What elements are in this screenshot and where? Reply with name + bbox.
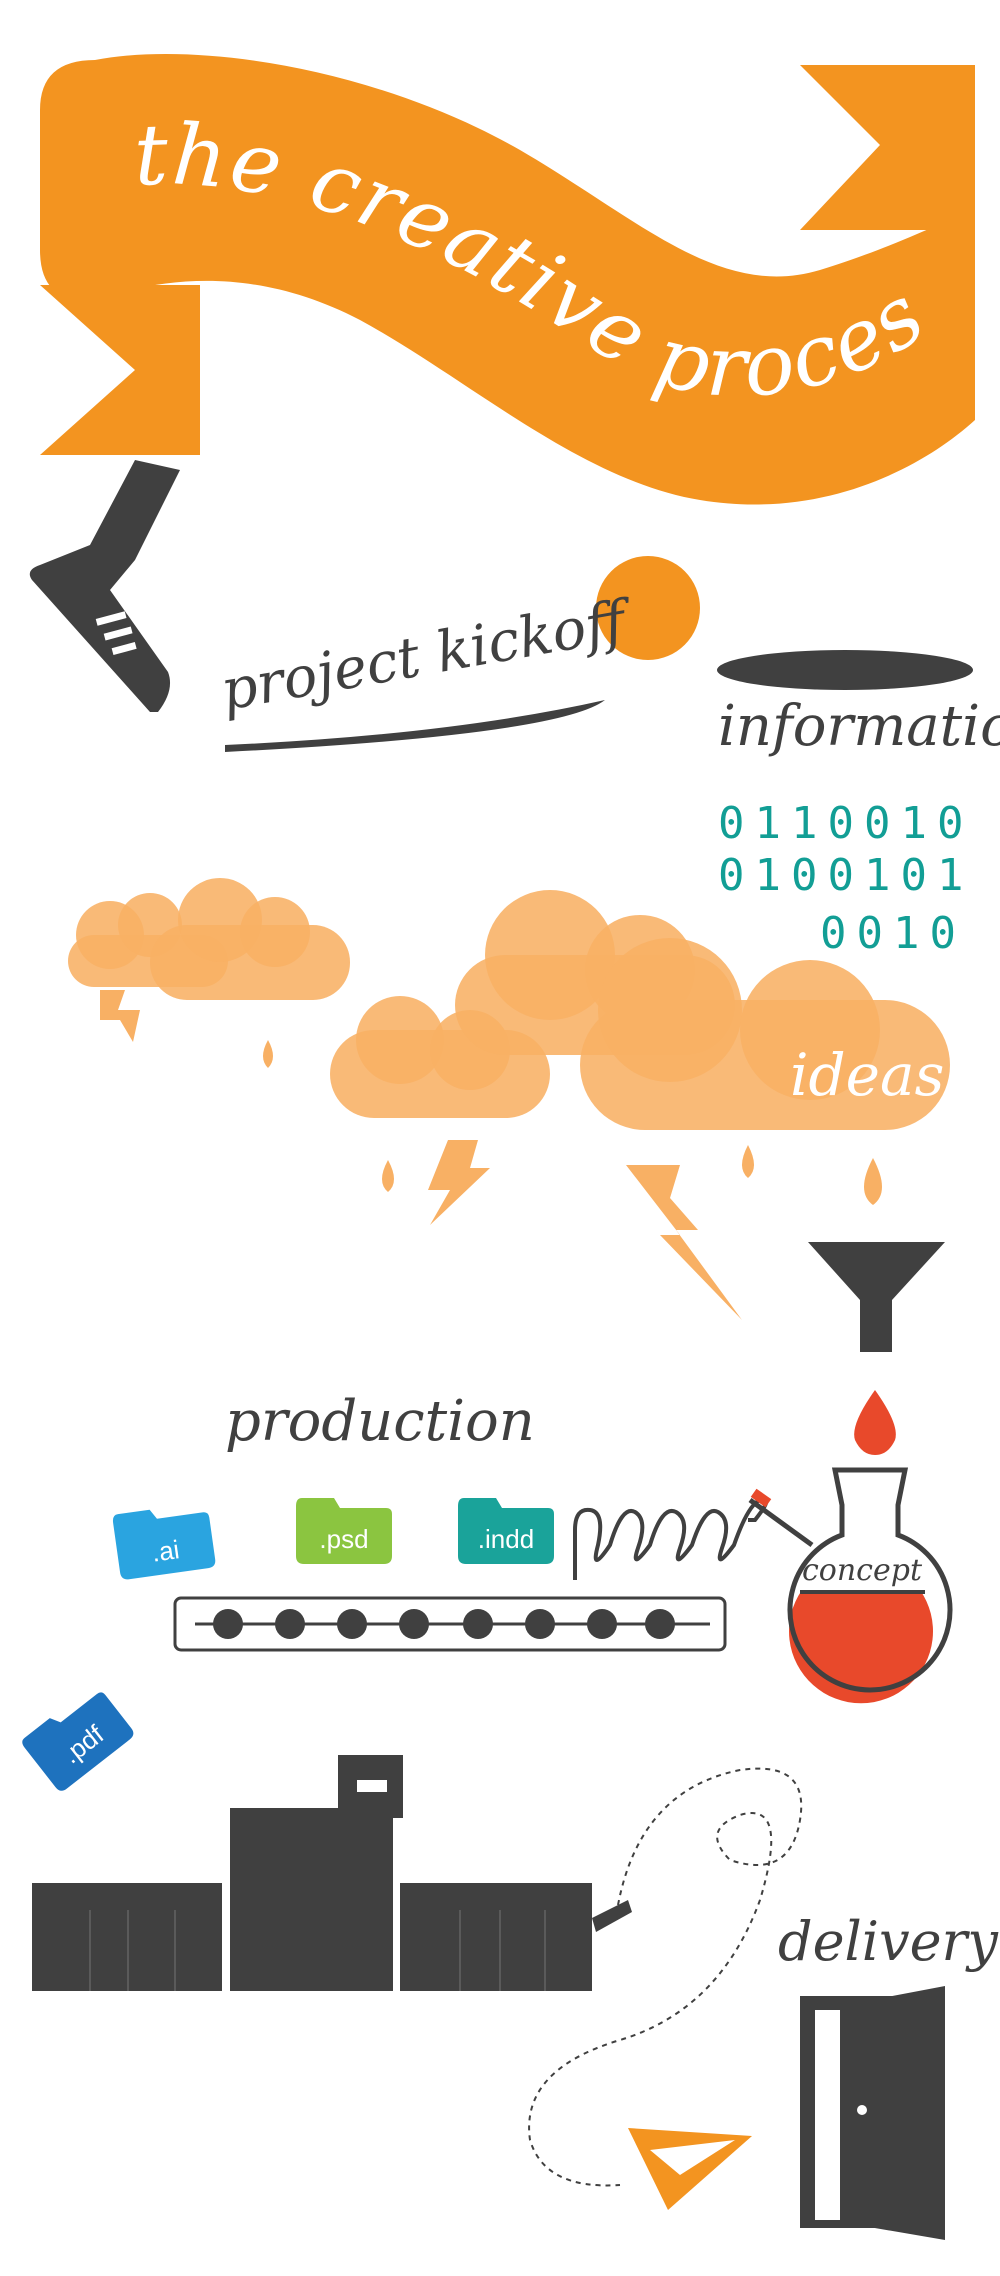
flight-path <box>528 1767 803 2187</box>
lightning-icon <box>626 1165 742 1320</box>
banner-left-tail <box>40 285 200 455</box>
delivery-label: delivery <box>778 1910 999 1973</box>
paper-plane-icon <box>628 2128 752 2210</box>
red-drop-icon <box>854 1390 896 1455</box>
production-label: production <box>225 1389 535 1454</box>
door-icon <box>800 1986 945 2240</box>
kickoff-swoosh <box>225 700 605 752</box>
flask-icon: concept <box>748 1467 953 1704</box>
cloud-icon <box>150 878 350 1000</box>
cloud-icon <box>580 938 950 1130</box>
raindrop-icon <box>742 1145 754 1178</box>
coil-icon <box>573 1497 769 1580</box>
title-banner: the creative process <box>0 0 975 505</box>
weather <box>100 990 882 1320</box>
raindrop-icon <box>263 1040 273 1068</box>
banner-ribbon <box>40 54 975 505</box>
binary-data: 0110010 0100101 0010 <box>718 798 973 959</box>
ideas-label: ideas <box>790 1041 944 1109</box>
folder-icon-psd: .psd <box>296 1498 392 1564</box>
binary-row: 0110010 <box>718 798 973 849</box>
folder-label: .psd <box>319 1524 368 1554</box>
clouds <box>68 878 950 1130</box>
concept-label: concept <box>802 1553 923 1588</box>
folder-icon-pdf: .pdf <box>19 1682 137 1794</box>
lightning-icon <box>100 990 140 1042</box>
folder-icon-ai: .ai <box>112 1501 217 1581</box>
banner-right-tail <box>800 65 975 230</box>
raindrop-icon <box>864 1158 882 1205</box>
folder-icon-indd: .indd <box>458 1498 554 1564</box>
binary-row: 0010 <box>820 908 966 959</box>
funnel-icon <box>808 1242 945 1352</box>
printer-icon <box>32 1755 632 1991</box>
folder-label: .indd <box>478 1524 534 1554</box>
conveyor-icon <box>173 1596 727 1652</box>
information-label: information <box>718 694 1000 759</box>
ball-icon <box>596 556 700 660</box>
kickoff-label: project kickoff <box>216 587 638 723</box>
sneaker-icon <box>29 460 180 712</box>
raindrop-icon <box>382 1160 394 1192</box>
binary-row: 0100101 <box>718 850 973 901</box>
lightning-icon <box>428 1140 490 1225</box>
hole-icon <box>717 650 973 690</box>
folder-label: .ai <box>150 1534 181 1568</box>
